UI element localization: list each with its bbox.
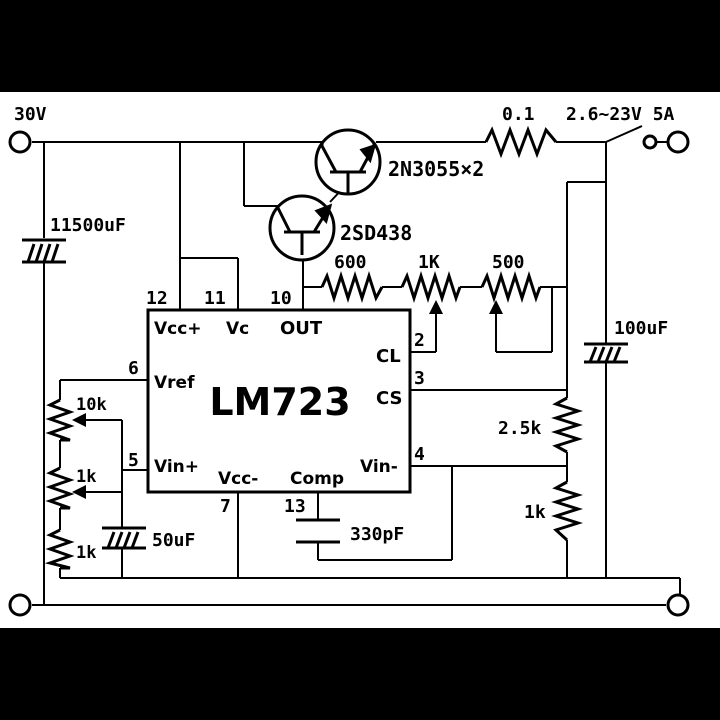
resistor-2-5k bbox=[551, 396, 583, 454]
label-pot1k-ref: 1k bbox=[76, 467, 96, 487]
label-pot1k: 1K bbox=[418, 252, 440, 273]
label-pass-transistor: 2N3055×2 bbox=[388, 157, 484, 181]
potentiometer-1k bbox=[400, 271, 462, 303]
potentiometer-1k-ref bbox=[45, 466, 75, 510]
label-output-range: 2.6~23V 5A bbox=[566, 104, 675, 125]
pin-number-10: 10 bbox=[270, 288, 292, 309]
label-ref-cap: 50uF bbox=[152, 530, 195, 551]
shunt-resistor bbox=[484, 125, 558, 159]
pin-label-vref: Vref bbox=[154, 373, 195, 393]
output-capacitor-symbol bbox=[584, 342, 628, 364]
pin-label-comp: Comp bbox=[290, 469, 344, 489]
pin-number-7: 7 bbox=[220, 496, 231, 517]
pass-transistor-symbol bbox=[314, 128, 382, 196]
pin-label-vcc-plus: Vcc+ bbox=[154, 319, 202, 339]
ic-name: LM723 bbox=[209, 380, 350, 424]
output-terminal-minus bbox=[666, 593, 690, 617]
pin-number-5: 5 bbox=[128, 450, 139, 471]
pin-label-out: OUT bbox=[280, 318, 323, 339]
input-terminal-plus bbox=[8, 130, 32, 154]
label-input-voltage: 30V bbox=[14, 104, 47, 125]
label-driver-transistor: 2SD438 bbox=[340, 221, 412, 245]
pin-label-vc: Vc bbox=[226, 319, 249, 339]
potentiometer-500-wiper bbox=[489, 300, 503, 314]
potentiometer-10k bbox=[45, 398, 75, 442]
pin-number-11: 11 bbox=[204, 288, 226, 309]
resistor-1k-ref bbox=[44, 528, 75, 570]
label-r1k-ref: 1k bbox=[76, 543, 96, 563]
pin-number-12: 12 bbox=[146, 288, 168, 309]
pin-label-cs: CS bbox=[376, 388, 403, 409]
ref-capacitor-symbol bbox=[102, 526, 146, 550]
label-pot10k: 10k bbox=[76, 395, 107, 415]
pin-number-4: 4 bbox=[414, 444, 425, 465]
label-r1k-divider: 1k bbox=[524, 502, 546, 523]
potentiometer-10k-wiper bbox=[72, 413, 86, 427]
frame-bottom bbox=[0, 628, 720, 720]
potentiometer-1k-ref-wiper bbox=[72, 485, 86, 499]
pin-label-vin-plus: Vin+ bbox=[154, 457, 199, 477]
label-pot500: 500 bbox=[492, 252, 525, 273]
pin-number-13: 13 bbox=[284, 496, 306, 517]
comp-capacitor-symbol bbox=[296, 518, 340, 544]
label-input-cap: 11500uF bbox=[50, 215, 126, 236]
potentiometer-500 bbox=[480, 271, 542, 303]
switch-contact bbox=[642, 134, 658, 150]
pin-number-3: 3 bbox=[414, 368, 425, 389]
label-output-cap: 100uF bbox=[614, 318, 668, 339]
label-comp-cap: 330pF bbox=[350, 524, 404, 545]
output-terminal-plus bbox=[666, 130, 690, 154]
input-terminal-minus bbox=[8, 593, 32, 617]
pin-number-6: 6 bbox=[128, 358, 139, 379]
driver-transistor-symbol bbox=[268, 194, 336, 262]
input-capacitor-symbol bbox=[22, 238, 66, 264]
resistor-600 bbox=[320, 271, 384, 303]
pin-label-cl: CL bbox=[376, 346, 401, 367]
resistor-1k-divider bbox=[551, 480, 583, 542]
label-r2-5k: 2.5k bbox=[498, 418, 542, 439]
pin-number-2: 2 bbox=[414, 330, 425, 351]
pin-label-vin-minus: Vin- bbox=[360, 457, 398, 477]
ic-body bbox=[146, 308, 412, 494]
pin-label-vcc-minus: Vcc- bbox=[218, 469, 258, 489]
potentiometer-1k-wiper bbox=[429, 300, 443, 314]
label-shunt: 0.1 bbox=[502, 104, 535, 125]
label-r600: 600 bbox=[334, 252, 367, 273]
